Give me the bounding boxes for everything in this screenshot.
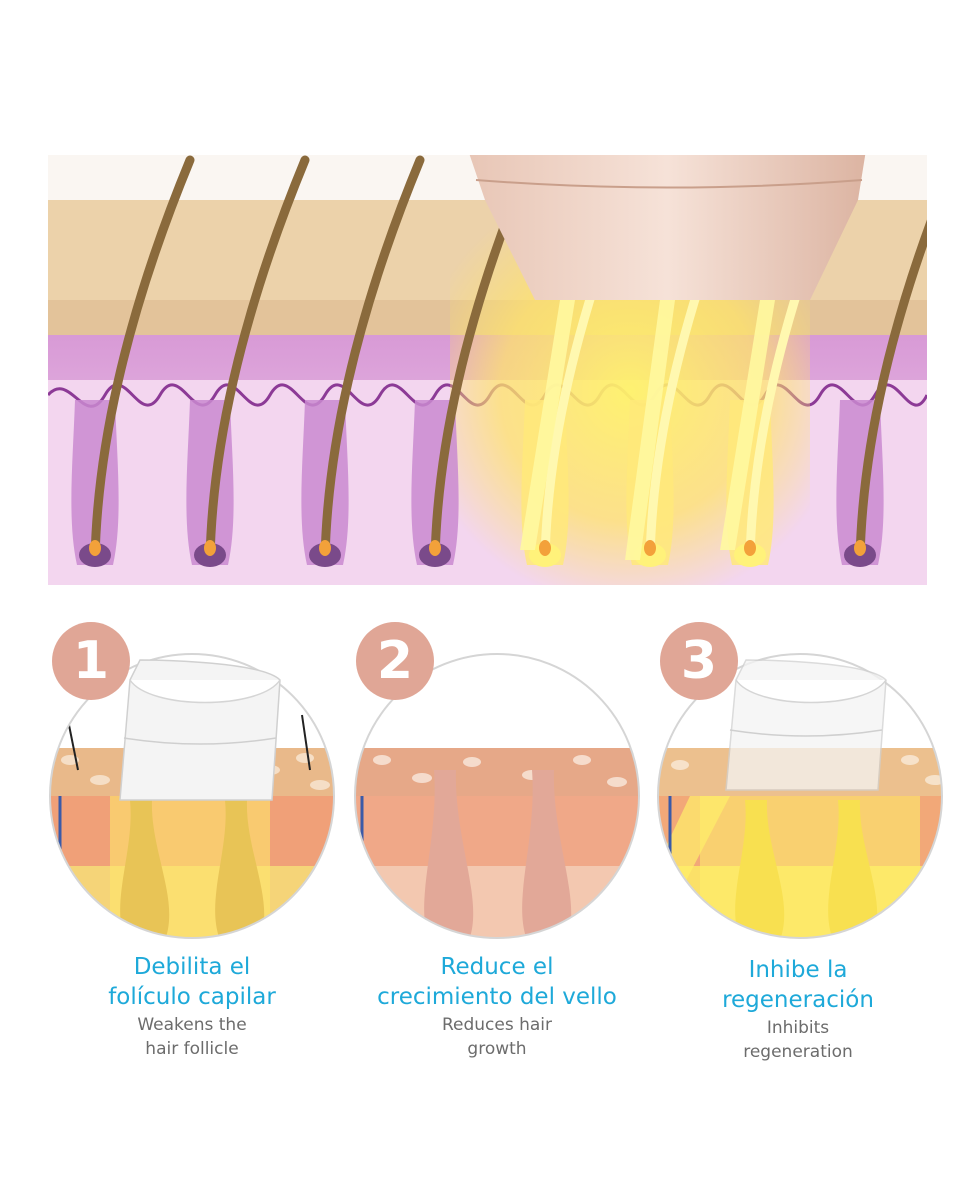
step-1: 1 Debilita el folículo capilar Weakens t… <box>40 620 350 1180</box>
papilla <box>539 540 551 556</box>
step-2-illustration <box>354 653 640 939</box>
step-3-number-badge: 3 <box>660 622 738 700</box>
step-1-illustration <box>49 653 335 939</box>
papilla <box>854 540 866 556</box>
step-3: 3 Inhibe la regeneración Inhibits regene… <box>650 620 960 1180</box>
step-2-number-badge: 2 <box>356 622 434 700</box>
step-1-title-es-line1: Debilita el <box>133 954 251 980</box>
hair-shaft <box>205 155 310 565</box>
step-3-caption-en-line2: regeneration <box>743 1042 853 1062</box>
step-2: 2 Reduce el crecimiento del vello Reduce… <box>342 620 652 1180</box>
step-1-title-es-line2: folículo capilar <box>108 984 276 1010</box>
papilla <box>644 540 656 556</box>
step-2-title-es-line1: Reduce el <box>440 954 554 980</box>
step-1-caption-en-line2: hair follicle <box>145 1039 239 1059</box>
step-2-title-es-line2: crecimiento del vello <box>377 984 617 1010</box>
step-1-number-badge: 1 <box>52 622 130 700</box>
papilla <box>319 540 331 556</box>
step-1-caption-en-line1: Weakens the <box>137 1015 247 1035</box>
step-2-caption-en-line2: growth <box>467 1039 527 1059</box>
papilla <box>89 540 101 556</box>
step-3-title-es-line2: regeneración <box>722 987 874 1013</box>
papilla <box>204 540 216 556</box>
skin-cross-section-illustration <box>48 155 927 585</box>
papilla <box>429 540 441 556</box>
hair-shaft <box>855 219 927 565</box>
step-2-caption-en-line1: Reduces hair <box>441 1015 553 1035</box>
step-3-caption-en-line1: Inhibits <box>766 1018 830 1038</box>
step-3-title-es-line1: Inhibe la <box>748 957 848 983</box>
papilla <box>744 540 756 556</box>
hair-shaft <box>320 155 425 565</box>
step-3-illustration <box>657 653 943 939</box>
hair-shaft <box>90 155 195 565</box>
